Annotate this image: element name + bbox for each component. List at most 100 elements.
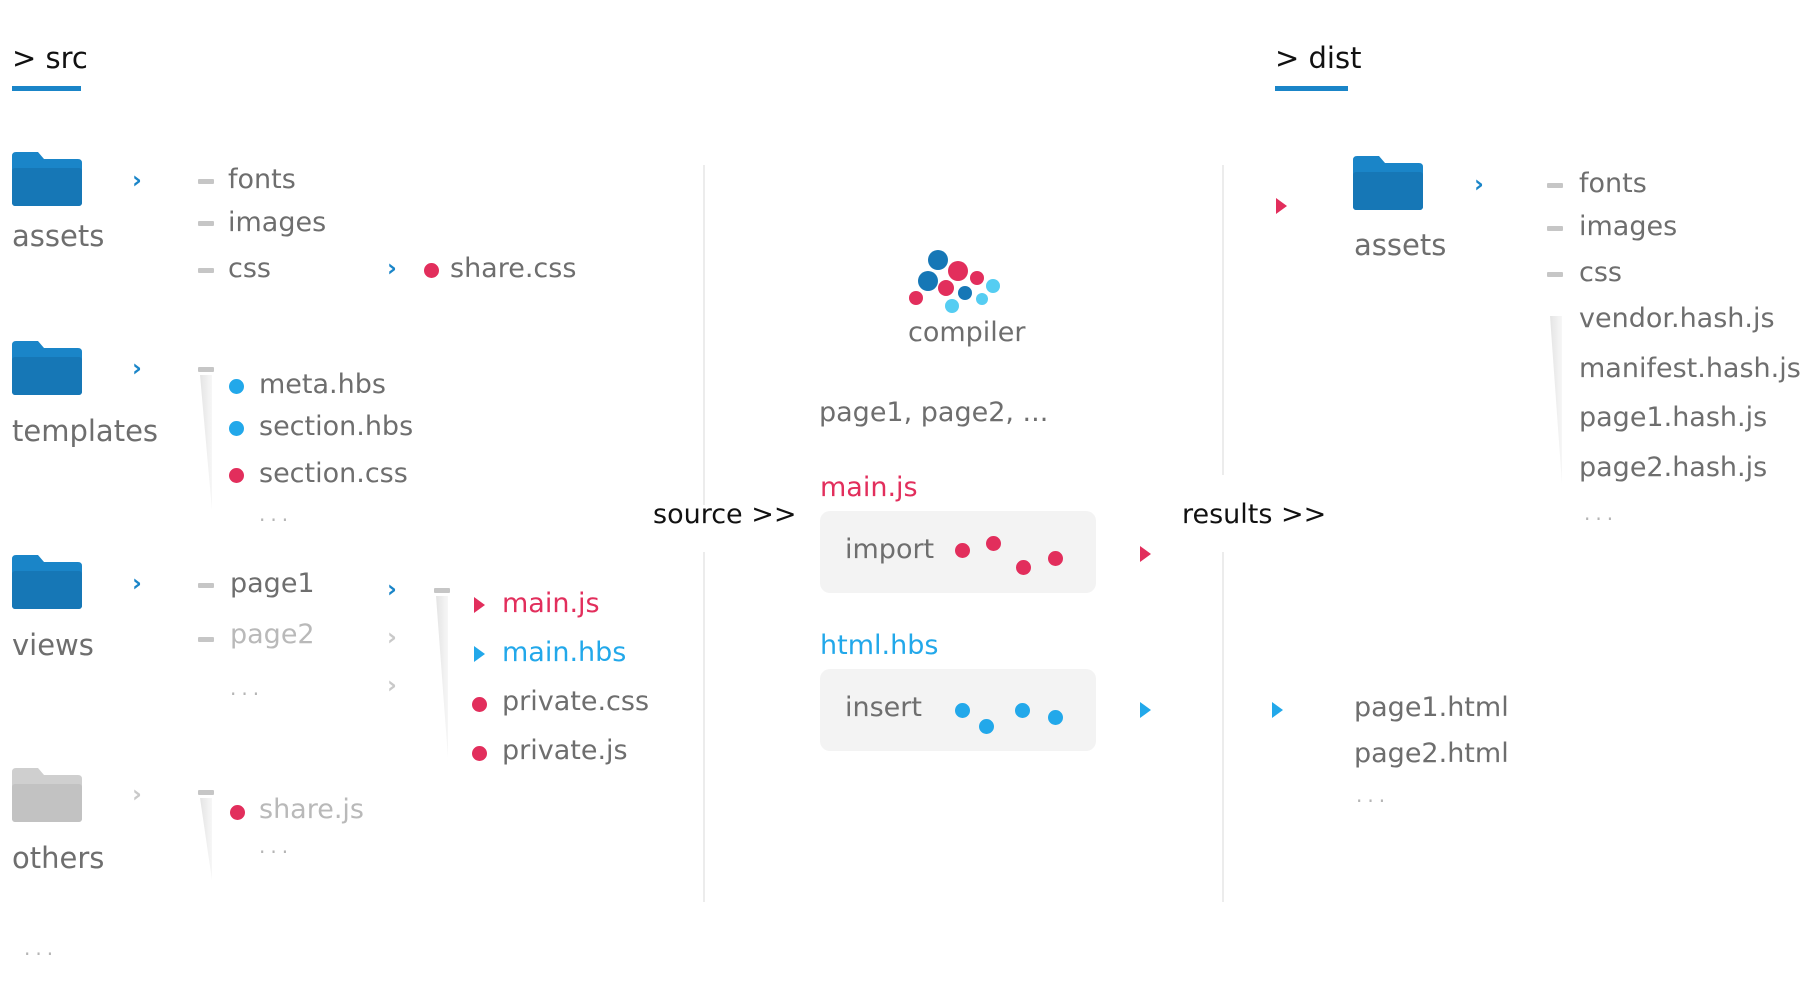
src-assets-fonts: fonts bbox=[228, 164, 296, 195]
views-folder-icon[interactable] bbox=[12, 555, 82, 609]
dist-assets-folder-icon[interactable] bbox=[1353, 156, 1423, 210]
views-ellipsis: ... bbox=[230, 676, 265, 700]
templates-expand-chevron-icon[interactable]: › bbox=[132, 354, 142, 382]
views-page2: page2 bbox=[230, 619, 315, 650]
hbs-file-dot-icon bbox=[229, 379, 244, 394]
main-js-arrow-icon bbox=[474, 597, 485, 613]
section-css-file: section.css bbox=[259, 458, 408, 489]
main-js-file: main.js bbox=[502, 588, 600, 619]
hbs-file-dot-icon bbox=[229, 421, 244, 436]
page2-expand-chevron-icon[interactable]: › bbox=[387, 623, 397, 651]
insert-dot-icon bbox=[955, 703, 970, 718]
tree-bracket bbox=[200, 798, 212, 880]
dist-page1-js: page1.hash.js bbox=[1579, 402, 1768, 433]
import-dot-icon bbox=[955, 543, 970, 558]
others-ellipsis: ... bbox=[259, 834, 294, 858]
share-js-file: share.js bbox=[259, 794, 364, 825]
import-output-arrow-icon bbox=[1140, 546, 1151, 562]
page1-expand-chevron-icon[interactable]: › bbox=[387, 575, 397, 603]
css-file-dot-icon bbox=[424, 263, 439, 278]
assets-expand-chevron-icon[interactable]: › bbox=[132, 166, 142, 194]
src-ellipsis: ... bbox=[24, 936, 59, 960]
dist-assets-expand-chevron-icon[interactable]: › bbox=[1474, 170, 1484, 198]
assets-folder-label: assets bbox=[12, 219, 105, 253]
templates-folder-label: templates bbox=[12, 414, 159, 448]
private-js-file: private.js bbox=[502, 735, 628, 766]
compiler-label: compiler bbox=[908, 317, 1026, 348]
dist-manifest-js: manifest.hash.js bbox=[1579, 353, 1800, 384]
css-file-dot-icon bbox=[472, 697, 487, 712]
tree-dash bbox=[1547, 272, 1563, 277]
dist-header: > dist bbox=[1275, 41, 1362, 75]
import-dot-icon bbox=[986, 536, 1001, 551]
tree-bracket bbox=[200, 375, 212, 510]
insert-label: insert bbox=[845, 692, 922, 723]
tree-dash bbox=[434, 588, 450, 593]
section-hbs-file: section.hbs bbox=[259, 411, 414, 442]
compiler-html-hbs-label: html.hbs bbox=[820, 630, 939, 661]
css-expand-chevron-icon[interactable]: › bbox=[387, 254, 397, 282]
dist-page2-js: page2.hash.js bbox=[1579, 452, 1768, 483]
templates-folder-icon[interactable] bbox=[12, 341, 82, 395]
divider-source-top bbox=[703, 165, 705, 505]
src-assets-css: css bbox=[228, 253, 271, 284]
meta-hbs-file: meta.hbs bbox=[259, 369, 386, 400]
tree-bracket bbox=[436, 596, 448, 758]
main-hbs-file: main.hbs bbox=[502, 637, 627, 668]
private-css-file: private.css bbox=[502, 686, 650, 717]
divider-source-bottom bbox=[703, 552, 705, 902]
dist-assets-folder-label: assets bbox=[1354, 228, 1447, 262]
tree-dash bbox=[1547, 226, 1563, 231]
dist-header-underline bbox=[1275, 86, 1348, 91]
insert-output-arrow-icon bbox=[1140, 702, 1151, 718]
compiler-pages: page1, page2, ... bbox=[819, 397, 1049, 428]
dist-vendor-js: vendor.hash.js bbox=[1579, 303, 1775, 334]
tree-dash bbox=[198, 367, 214, 372]
dist-page2-html: page2.html bbox=[1354, 738, 1509, 769]
tree-dash bbox=[198, 790, 214, 795]
compiler-logo-icon bbox=[909, 250, 1000, 313]
dist-assets-css: css bbox=[1579, 257, 1622, 288]
insert-dot-icon bbox=[1015, 703, 1030, 718]
views-page1: page1 bbox=[230, 568, 315, 599]
import-label: import bbox=[845, 534, 935, 565]
src-header: > src bbox=[12, 41, 88, 75]
main-hbs-arrow-icon bbox=[474, 646, 485, 662]
source-flow-label: source >> bbox=[653, 499, 797, 530]
dist-assets-images: images bbox=[1579, 211, 1678, 242]
tree-dash bbox=[198, 179, 214, 184]
tree-dash bbox=[1547, 183, 1563, 188]
compiler-main-js-label: main.js bbox=[820, 472, 918, 503]
dist-html-arrow-icon bbox=[1272, 702, 1283, 718]
divider-results-top bbox=[1222, 165, 1224, 475]
views-folder-label: views bbox=[12, 628, 94, 662]
src-assets-images: images bbox=[228, 207, 327, 238]
insert-dot-icon bbox=[979, 719, 994, 734]
import-dot-icon bbox=[1016, 560, 1031, 575]
share-css-file: share.css bbox=[450, 253, 577, 284]
results-flow-label: results >> bbox=[1182, 499, 1327, 530]
tree-dash bbox=[198, 268, 214, 273]
js-file-dot-icon bbox=[472, 746, 487, 761]
tree-dash bbox=[198, 637, 214, 642]
dist-assets-fonts: fonts bbox=[1579, 168, 1647, 199]
js-file-dot-icon bbox=[230, 805, 245, 820]
tree-dash bbox=[198, 221, 214, 226]
others-folder-icon[interactable] bbox=[12, 768, 82, 822]
divider-results-bottom bbox=[1222, 552, 1224, 902]
views-expand-chevron-icon[interactable]: › bbox=[132, 569, 142, 597]
dist-js-ellipsis: ... bbox=[1584, 501, 1619, 525]
others-folder-label: others bbox=[12, 841, 105, 875]
dist-page1-html: page1.html bbox=[1354, 692, 1509, 723]
tree-bracket bbox=[1550, 316, 1562, 484]
css-file-dot-icon bbox=[229, 468, 244, 483]
import-dot-icon bbox=[1048, 551, 1063, 566]
assets-folder-icon[interactable] bbox=[12, 152, 82, 206]
templates-ellipsis: ... bbox=[259, 502, 294, 526]
tree-dash bbox=[198, 583, 214, 588]
more-expand-chevron-icon[interactable]: › bbox=[387, 671, 397, 699]
insert-dot-icon bbox=[1048, 710, 1063, 725]
src-header-underline bbox=[12, 86, 81, 91]
others-expand-chevron-icon[interactable]: › bbox=[132, 780, 142, 808]
dist-html-ellipsis: ... bbox=[1356, 783, 1391, 807]
